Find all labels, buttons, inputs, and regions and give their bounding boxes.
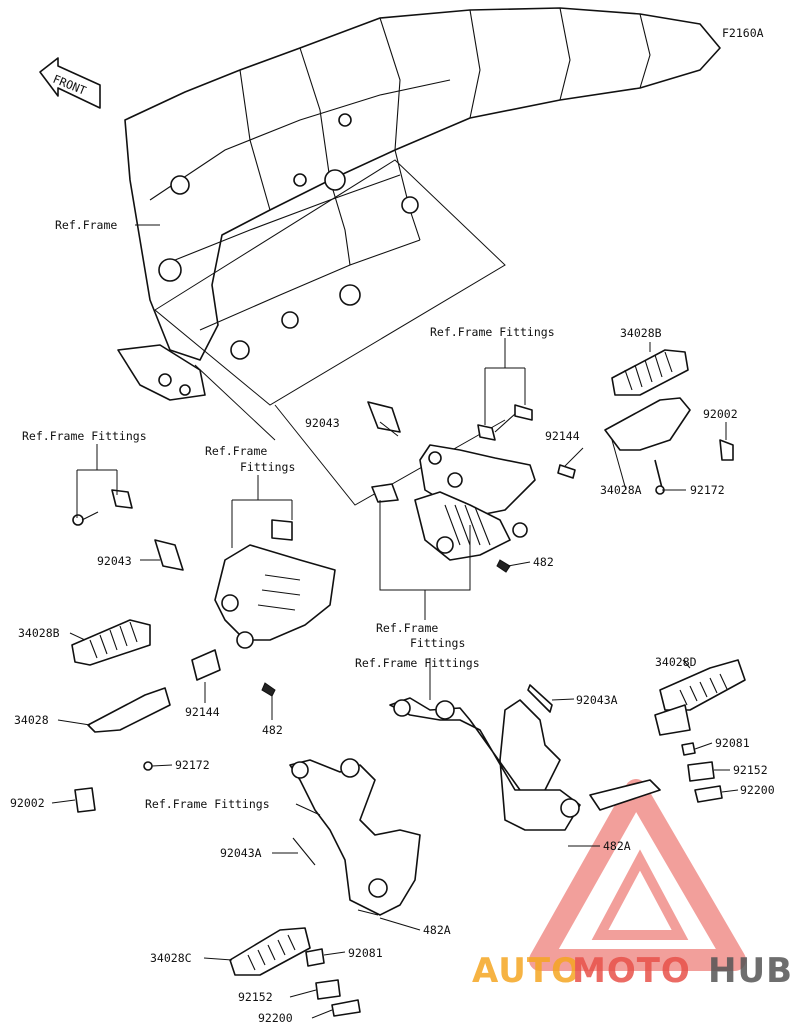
part-92043-left: 92043 bbox=[97, 554, 132, 568]
label-ref-frame-fittings-mid-1: Ref.Frame bbox=[205, 444, 267, 458]
label-ref-frame-fittings-right: Ref.Frame Fittings bbox=[355, 656, 480, 670]
part-92200-right: 92200 bbox=[740, 783, 775, 797]
watermark-logo bbox=[529, 779, 746, 971]
watermark-auto: AUTO bbox=[472, 951, 581, 991]
right-passenger-bracket bbox=[389, 659, 746, 831]
part-34028D: 34028D bbox=[655, 655, 697, 669]
part-92081-right: 92081 bbox=[715, 736, 750, 750]
label-ref-frame-fittings-mid-2: Fittings bbox=[240, 460, 295, 474]
part-92081-left: 92081 bbox=[348, 946, 383, 960]
watermark-moto: MOTO bbox=[572, 951, 691, 991]
part-92172-left: 92172 bbox=[175, 758, 210, 772]
watermark-hub: HUB bbox=[708, 951, 793, 991]
part-34028A: 34028A bbox=[600, 483, 642, 497]
right-footpeg-bracket bbox=[367, 401, 536, 573]
main-frame bbox=[117, 7, 721, 401]
leader-lines bbox=[51, 224, 739, 1019]
part-482A-right: 482A bbox=[603, 839, 631, 853]
watermark-text: AUTO MOTO HUB bbox=[472, 951, 793, 991]
part-34028-left: 34028 bbox=[14, 713, 49, 727]
frame-leader-left bbox=[194, 364, 276, 441]
part-482-right: 482 bbox=[533, 555, 554, 569]
part-34028C: 34028C bbox=[150, 951, 192, 965]
part-92172-right: 92172 bbox=[690, 483, 725, 497]
left-passenger-bracket bbox=[229, 758, 421, 1017]
label-ref-frame-fittings-center-1: Ref.Frame bbox=[376, 621, 438, 635]
frame-section-outline bbox=[154, 159, 506, 406]
frame-leader-right bbox=[274, 404, 506, 506]
label-ref-frame: Ref.Frame bbox=[55, 218, 117, 232]
diagram-code: F2160A bbox=[722, 26, 764, 40]
part-92043-right: 92043 bbox=[305, 416, 340, 430]
label-ref-frame-fittings-left: Ref.Frame Fittings bbox=[22, 429, 147, 443]
part-92144-right: 92144 bbox=[545, 429, 580, 443]
label-ref-frame-fittings-center-2: Fittings bbox=[410, 636, 465, 650]
part-92043A-left: 92043A bbox=[220, 846, 262, 860]
part-34028B-left: 34028B bbox=[18, 626, 60, 640]
part-92152-left: 92152 bbox=[238, 990, 273, 1004]
part-92144-left: 92144 bbox=[185, 705, 220, 719]
left-footpeg-bracket bbox=[72, 489, 336, 697]
label-ref-frame-fittings-top: Ref.Frame Fittings bbox=[430, 325, 555, 339]
left-footpeg bbox=[71, 619, 171, 813]
part-482A-left: 482A bbox=[423, 923, 451, 937]
part-92152-right: 92152 bbox=[733, 763, 768, 777]
label-ref-frame-fittings-bottom: Ref.Frame Fittings bbox=[145, 797, 270, 811]
front-arrow: FRONT bbox=[39, 57, 101, 109]
part-92002-left: 92002 bbox=[10, 796, 45, 810]
right-footpeg bbox=[557, 349, 734, 495]
part-92200-left: 92200 bbox=[258, 1011, 293, 1025]
part-92002-right: 92002 bbox=[703, 407, 738, 421]
part-482-left: 482 bbox=[262, 723, 283, 737]
part-34028B-right: 34028B bbox=[620, 326, 662, 340]
part-92043A-right: 92043A bbox=[576, 693, 618, 707]
